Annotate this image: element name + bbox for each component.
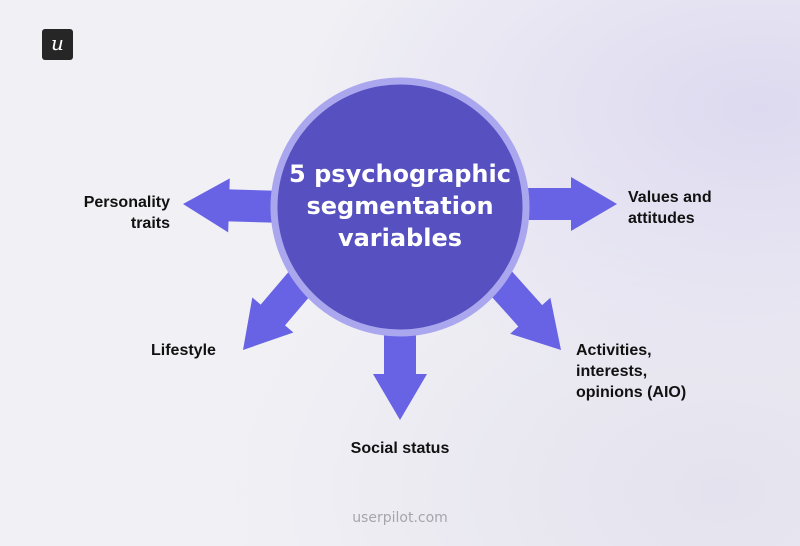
label-line: interests, bbox=[576, 363, 648, 380]
userpilot-logo: u bbox=[42, 29, 73, 60]
arrow-personality-icon bbox=[183, 178, 286, 233]
label-line: Values and bbox=[628, 189, 712, 206]
label-line: Activities, bbox=[576, 342, 652, 359]
label-line: Lifestyle bbox=[151, 342, 216, 359]
label-line: Personality bbox=[83, 194, 170, 211]
label-line: opinions (AIO) bbox=[576, 384, 687, 401]
label-aio: Activities, interests, opinions (AIO) bbox=[576, 340, 686, 403]
label-values-attitudes: Values and attitudes bbox=[628, 187, 712, 229]
label-line: attitudes bbox=[628, 210, 695, 227]
label-social-status: Social status bbox=[300, 438, 500, 459]
arrow-values-icon bbox=[515, 177, 617, 231]
arrow-social-status-icon bbox=[373, 320, 427, 420]
label-line: Social status bbox=[350, 440, 450, 457]
center-circle bbox=[270, 77, 530, 337]
center-title: 5 psychographic segmentation variables bbox=[289, 160, 511, 252]
label-lifestyle: Lifestyle bbox=[151, 340, 216, 361]
label-personality-traits: Personality traits bbox=[84, 192, 170, 234]
label-line: traits bbox=[130, 215, 170, 232]
footer-url: userpilot.com bbox=[352, 510, 448, 526]
